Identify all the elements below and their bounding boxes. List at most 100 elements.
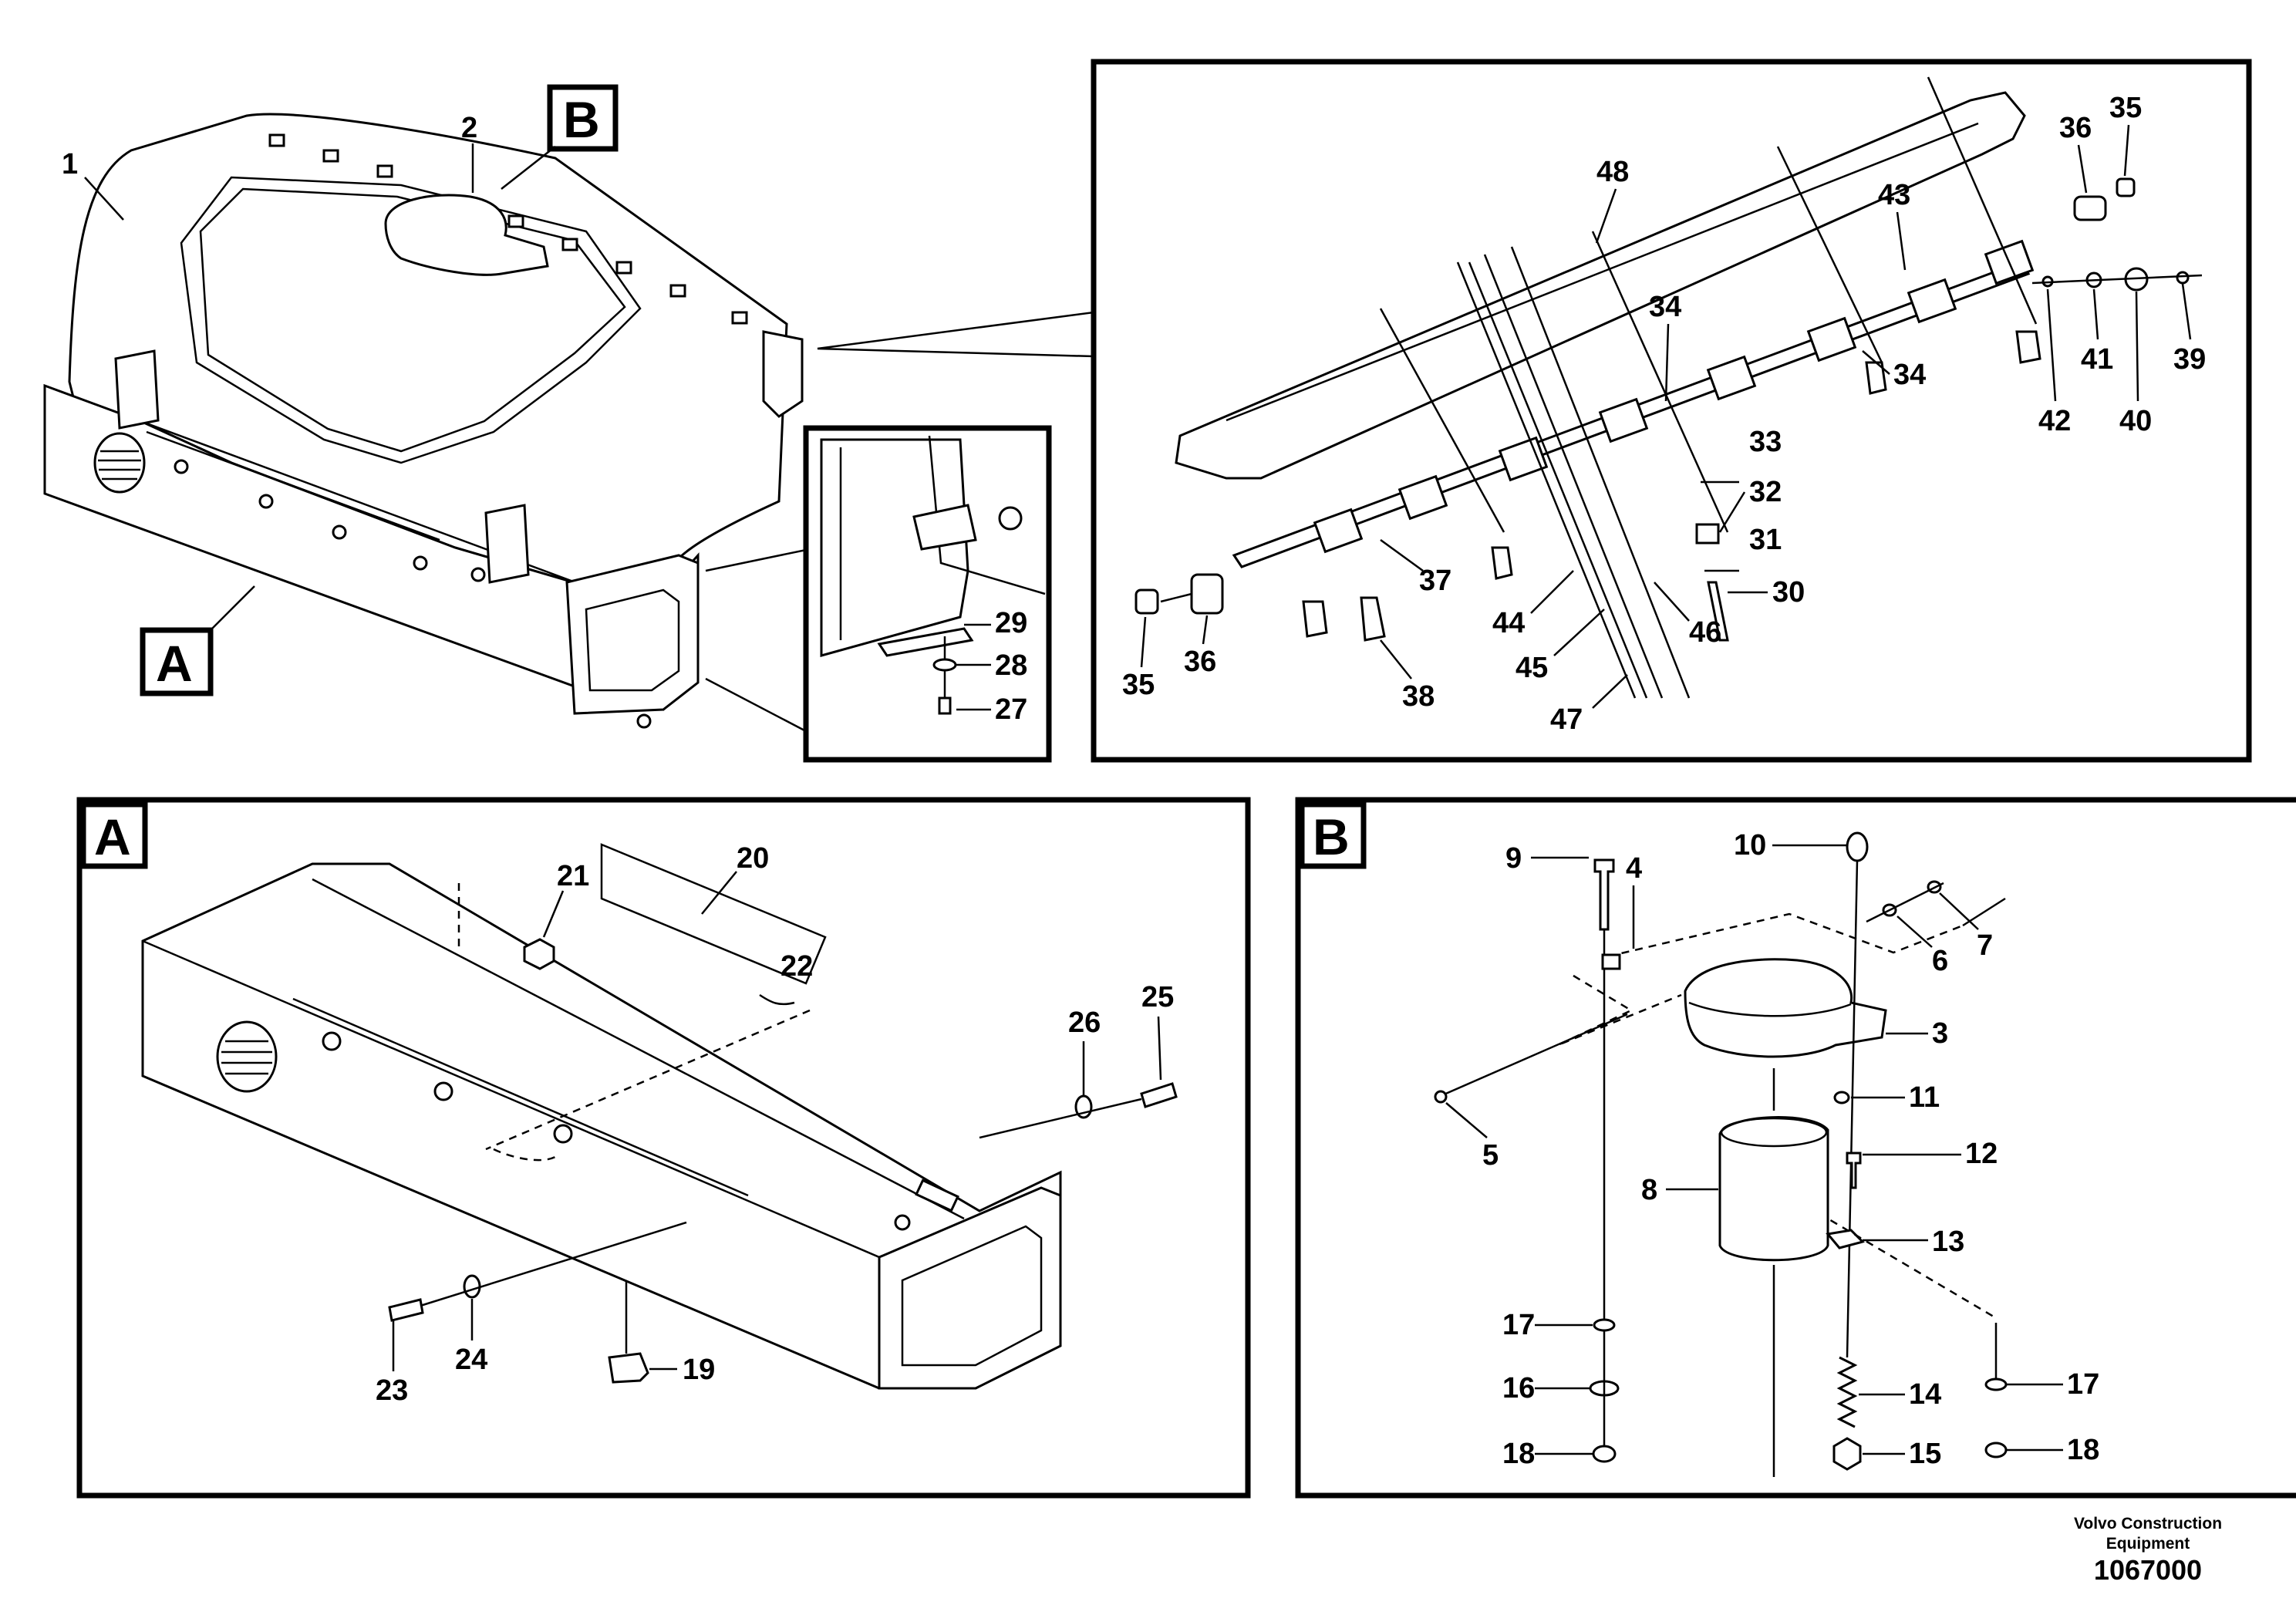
section-b-flag-letter: B: [563, 91, 600, 148]
screw-25-shape: [1140, 1082, 1178, 1108]
callout-45: 45: [1515, 652, 1548, 684]
callout-17-left: 17: [1502, 1309, 1535, 1341]
harness-path-c: [493, 1148, 556, 1162]
vent-grille: [93, 432, 146, 494]
frame-box-inner-rail: [292, 997, 749, 1197]
callout-12: 12: [1965, 1138, 1998, 1170]
callout-36-right: 36: [2059, 112, 2092, 144]
callout-48: 48: [1596, 156, 1629, 188]
frame-box-inner-top: [312, 878, 965, 1220]
cap-3-shape: [1684, 958, 1887, 1058]
callout-9: 9: [1505, 842, 1522, 875]
callout-16: 16: [1502, 1372, 1535, 1404]
cable-22: [759, 993, 795, 1006]
section-b-flag: [547, 84, 619, 152]
harness-b-upper: [1607, 912, 1964, 958]
callout-26: 26: [1068, 1007, 1101, 1039]
callout-35-left: 35: [1122, 669, 1155, 701]
callout-44: 44: [1492, 607, 1525, 639]
callout-3: 3: [1932, 1017, 1948, 1050]
callout-36-left: 36: [1184, 646, 1216, 678]
callout-7: 7: [1977, 929, 1993, 962]
callout-18-left: 18: [1502, 1438, 1535, 1470]
frame-bolts: [174, 459, 652, 729]
washer-24-shape: [463, 1274, 481, 1299]
bolt-9-shape: [1593, 858, 1615, 931]
company-line-1: Volvo Construction: [2073, 1515, 2223, 1533]
callout-29: 29: [995, 607, 1027, 639]
callout-20: 20: [737, 842, 769, 875]
callout-47: 47: [1550, 703, 1583, 736]
tank-end-bracket: [762, 330, 804, 418]
base-frame-end-opening: [585, 588, 680, 692]
bracket-frame-edge: [928, 435, 1046, 595]
callout-33: 33: [1749, 426, 1782, 458]
bracket-4-shape: [1601, 953, 1621, 970]
callout-37: 37: [1419, 565, 1451, 597]
panel-a-vent-grille: [216, 1020, 278, 1093]
cup-8-shape: [1718, 1116, 1829, 1262]
callout-41: 41: [2081, 343, 2113, 376]
callout-34-upper: 34: [1649, 291, 1681, 323]
base-frame-end: [565, 554, 700, 715]
tank-side-tab-left: [114, 349, 160, 430]
callout-17-right: 17: [2067, 1368, 2099, 1401]
item-39-shape: [2176, 271, 2190, 285]
tank-inner-panel: [180, 176, 642, 464]
detail-sensor-connector: [817, 311, 1095, 358]
tank-inner-panel-edge: [199, 187, 626, 453]
frame-box-end-opening: [901, 1225, 1043, 1367]
callout-27: 27: [995, 693, 1027, 726]
bracket-tab: [877, 627, 974, 657]
callout-40: 40: [2119, 405, 2152, 437]
callout-35-right: 35: [2109, 92, 2142, 124]
bracket-clip: [912, 504, 977, 551]
plate-13-shape: [1826, 1229, 1865, 1249]
nut-18-right-shape: [1984, 1442, 2008, 1458]
callout-10: 10: [1734, 829, 1766, 862]
bolt-27-shape: [938, 696, 952, 715]
screw-12-shape: [1846, 1152, 1862, 1189]
item-32-shape: [1695, 523, 1720, 545]
callout-18-right: 18: [2067, 1434, 2099, 1466]
callout-28: 28: [995, 649, 1027, 682]
item-30-shape: [1707, 581, 1729, 642]
detail-bracket-box: 29 28 27: [803, 425, 1052, 763]
harness-b-lower: [1826, 1180, 1998, 1320]
bracket-plate: [820, 438, 969, 657]
harness-path-b: [485, 1009, 811, 1151]
connector-right-2: [2015, 330, 2041, 364]
sensor-blocks: [1313, 239, 2035, 554]
callout-8: 8: [1641, 1174, 1657, 1206]
callout-15: 15: [1909, 1438, 1941, 1470]
callout-24: 24: [455, 1344, 487, 1376]
callout-5: 5: [1482, 1139, 1499, 1172]
callout-21: 21: [557, 860, 589, 892]
panel-a-letter: A: [94, 808, 131, 865]
callout-4: 4: [1626, 852, 1642, 885]
callout-13: 13: [1932, 1226, 1964, 1258]
foot-19-shape: [608, 1352, 649, 1384]
nut-21-shape: [523, 938, 555, 970]
connector-38-shape: [1360, 596, 1386, 642]
callout-30: 30: [1772, 576, 1805, 609]
end-cap-35-right: [2116, 177, 2136, 197]
washer-17-right-shape: [1984, 1378, 2008, 1391]
filler-cap: [384, 194, 549, 276]
sleeve-on-rail: [915, 1179, 959, 1212]
callout-11: 11: [1909, 1081, 1940, 1114]
spacer-36-right: [2073, 195, 2107, 221]
connector-37-shape: [1302, 600, 1328, 638]
eye-10-shape: [1846, 831, 1869, 862]
callout-34-right: 34: [1893, 359, 1926, 391]
company-line-2: Equipment: [2106, 1535, 2190, 1553]
panel-b-letter: B: [1313, 808, 1350, 865]
callout-19: 19: [683, 1354, 715, 1386]
callout-42: 42: [2038, 405, 2071, 437]
spring-14-shape: [1836, 1356, 1858, 1428]
panel-a: A: [76, 797, 1251, 1499]
callout-46: 46: [1689, 616, 1721, 649]
washer-17-left-shape: [1593, 1318, 1616, 1332]
company-name: Volvo Construction Equipment: [2036, 1514, 2260, 1554]
nut-18-left-shape: [1592, 1445, 1617, 1463]
